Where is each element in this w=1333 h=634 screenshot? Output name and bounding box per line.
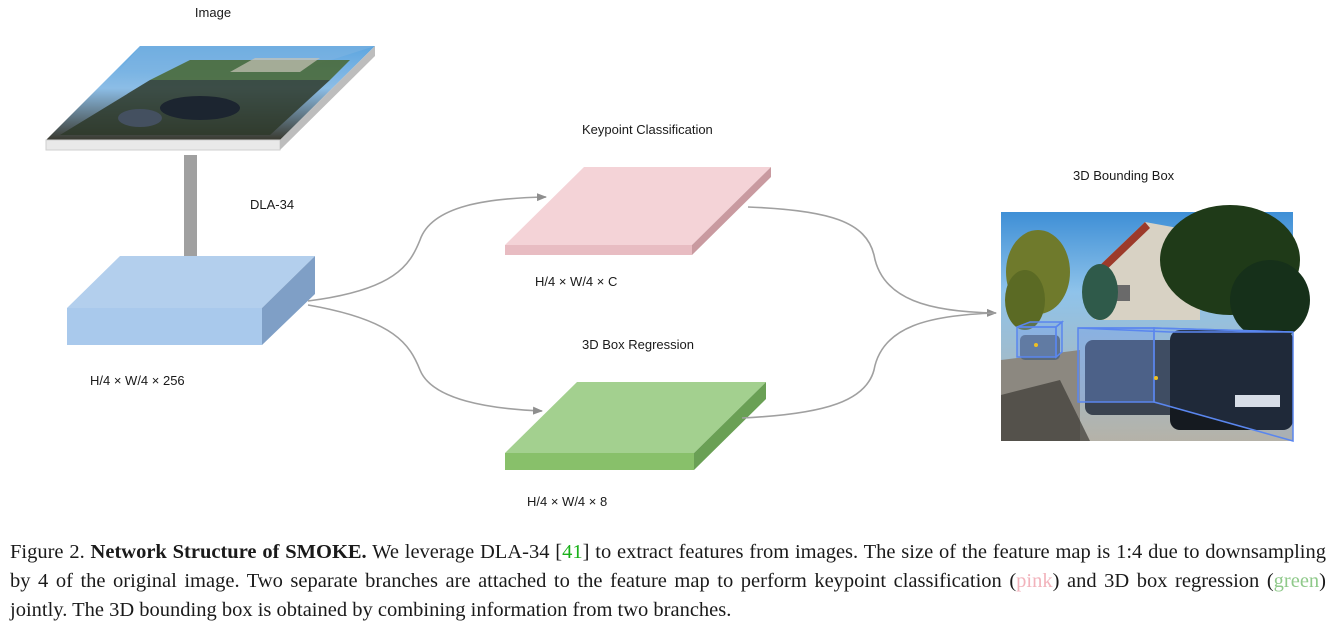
backbone-dim-label: H/4 × W/4 × 256 [90,373,185,388]
caption-text-3: ) and 3D box regression ( [1052,570,1274,592]
input-image [45,46,375,151]
keypoint-dim-label: H/4 × W/4 × C [535,274,617,289]
arrow-to-regression [307,304,543,415]
caption-green-word: green [1273,570,1320,592]
backbone-label: DLA-34 [250,197,294,212]
branch-arrows [307,193,997,419]
figure-caption: Figure 2. Network Structure of SMOKE. We… [10,538,1326,625]
arrow-keypoint-to-bbox [747,206,997,317]
arrow-regression-to-bbox [741,312,997,419]
caption-title: Network Structure of SMOKE. [90,541,367,563]
keypoint-label: Keypoint Classification [582,122,713,137]
keypoint-feature-map [505,167,771,255]
caption-pink-word: pink [1016,570,1053,592]
caption-text-4: ) jointly. The 3D bounding box is obtain… [10,570,1326,621]
regression-dim-label: H/4 × W/4 × 8 [527,494,607,509]
bbox-label: 3D Bounding Box [1073,168,1175,183]
image-label: Image [195,5,231,20]
network-diagram: Image DLA-34 H/4 × W/4 × 256 Keypoint Cl… [45,5,1310,509]
caption-text-2: ] to extract features from images. The s… [10,541,1326,592]
citation-link[interactable]: 41 [562,541,583,563]
regression-label: 3D Box Regression [582,337,694,352]
bbox-output-image [1001,205,1310,442]
caption-figure-number: Figure 2. [10,541,85,563]
caption-text-1: We leverage DLA-34 [ [372,541,563,563]
backbone-feature-map [67,256,315,345]
regression-feature-map [505,382,766,470]
arrow-to-keypoint [307,193,547,302]
